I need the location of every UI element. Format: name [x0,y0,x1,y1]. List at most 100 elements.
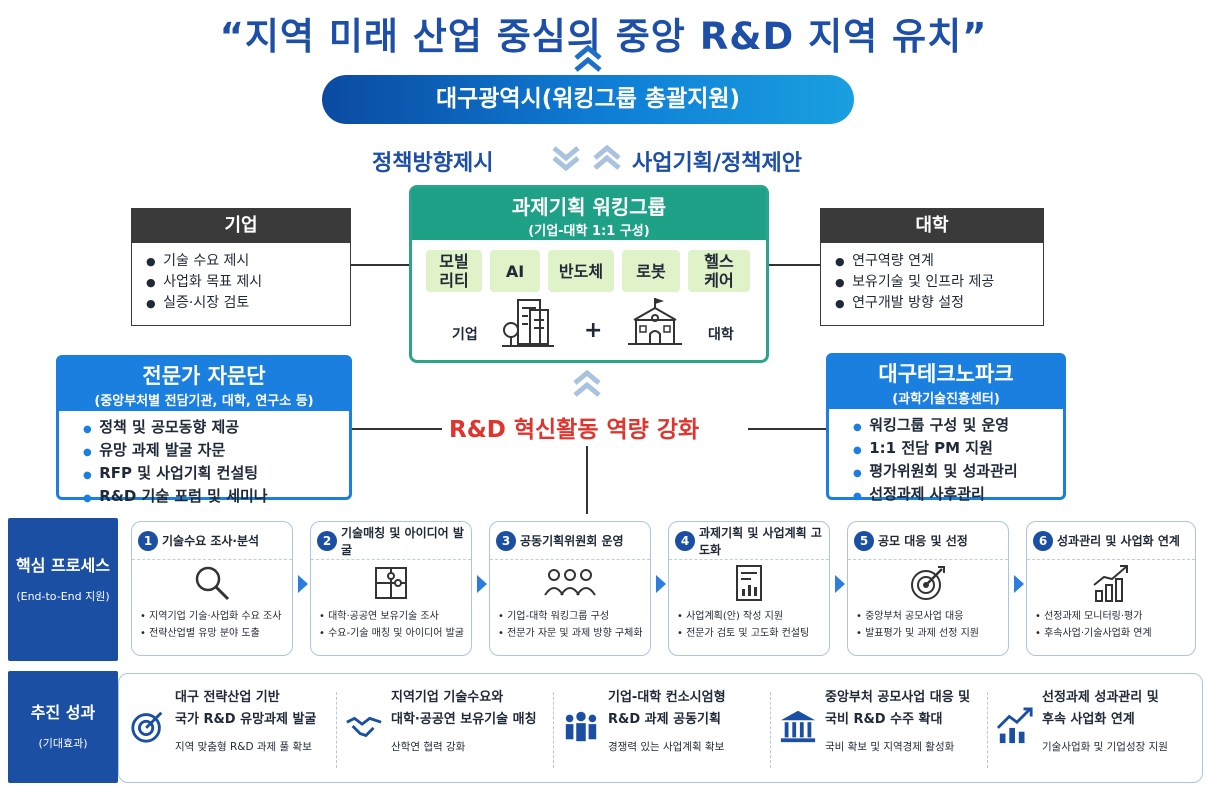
government-icon [780,710,816,743]
company-box-title: 기업 [132,209,350,243]
expert-box-header: 전문가 자문단 (중앙부처별 전담기관, 대학, 연구소 등) [59,358,349,411]
process-sublabel: (End-to-End 지원) [16,590,110,603]
technopark-box: 대구테크노파크 (과학기술진흥센터) 워킹그룹 구성 및 운영 1:1 전담 P… [826,353,1066,503]
result-title-1: 기업-대학 컨소시엄형 [608,690,726,705]
list-item: R&D 기술 포럼 및 세미나 [83,486,349,509]
divider [770,692,771,768]
result-desc: 경쟁력 있는 사업계획 확보 [608,741,725,753]
result-desc: 지역 맞춤형 R&D 과제 풀 확보 [175,741,312,753]
list-item: 사업계획(안) 작성 지원 [677,608,829,625]
list-item: 중앙부처 공모사업 대응 [856,608,1008,625]
list-item: 수요-기술 매칭 및 아이디어 발굴 [319,625,471,642]
handshake-icon [346,716,382,738]
list-item: 보유기술 및 인프라 제공 [835,272,1043,293]
arrow-right-icon [477,575,487,593]
result-desc: 산학연 협력 강화 [391,741,466,753]
company-label: 기업 [452,327,478,343]
step-number: 3 [496,530,516,551]
process-label: 핵심 프로세스 [16,556,110,575]
technopark-box-title: 대구테크노파크 [878,362,1014,386]
step-title: 공동기획위원회 운영 [520,534,624,548]
result-title-2: 대학·공공연 보유기술 매칭 [391,712,537,727]
lead-agency-banner: 대구광역시(워킹그룹 총괄지원) [322,75,854,124]
working-group-title: 과제기획 워킹그룹 [511,195,667,219]
document-chart-icon [736,565,762,601]
rnd-innovation-label: R&D 혁신활동 역량 강화 [449,417,700,443]
result-title-1: 대구 전략산업 기반 [175,690,280,705]
field-chip: AI [490,250,540,292]
process-step-5: 5 공모 대응 및 선정 중앙부처 공모사업 대응발표평가 및 과제 선정 지원 [847,521,1009,656]
result-title-2: 국비 R&D 수주 확대 [825,712,943,727]
university-label: 대학 [708,327,734,343]
double-chevron-up-icon [572,44,604,74]
list-item: 전문가 검토 및 고도화 컨설팅 [677,625,829,642]
step-title: 기술매칭 및 아이디어 발굴 [341,525,464,557]
result-title-1: 선정과제 성과관리 및 [1042,690,1159,705]
double-chevron-up-icon [592,143,622,177]
result-desc: 국비 확보 및 지역경제 활성화 [825,741,955,753]
arrow-right-icon [656,575,666,593]
working-group-header: 과제기획 워킹그룹 (기업-대학 1:1 구성) [412,188,766,240]
list-item: 전략산업별 유망 분야 도출 [140,625,292,642]
step-title: 기술수요 조사·분석 [162,534,260,548]
field-chip: 로봇 [622,250,680,292]
arrow-right-icon [835,575,845,593]
step-title: 공모 대응 및 선정 [878,534,968,548]
result-title-2: 국가 R&D 유망과제 발굴 [175,712,317,727]
list-item: 전문가 자문 및 과제 방향 구체화 [498,625,650,642]
expert-advisory-box: 전문가 자문단 (중앙부처별 전담기관, 대학, 연구소 등) 정책 및 공모동… [56,355,352,505]
connector-line [350,264,410,266]
magnifier-icon [195,566,230,601]
technopark-box-header: 대구테크노파크 (과학기술진흥센터) [829,356,1063,409]
list-item: 후속사업·기술사업화 연계 [1035,625,1195,642]
connector-line [748,428,828,430]
list-item: 연구역량 연계 [835,251,1043,272]
list-item: 선정과제 모니터링·평가 [1035,608,1195,625]
field-chip: 모빌 리티 [426,250,482,292]
step-number: 6 [1033,530,1053,551]
results-sublabel: (기대효과) [38,737,88,750]
result-title-2: 후속 사업화 연계 [1042,712,1135,727]
double-chevron-down-icon [551,143,581,177]
list-item: 연구개발 방향 설정 [835,293,1043,314]
team-icon [565,711,597,742]
field-chip: 헬스 케어 [688,250,750,292]
result-desc: 기술사업화 및 기업성장 지원 [1042,741,1168,753]
company-box: 기업 기술 수요 제시 사업화 목표 제시 실증·시장 검토 [131,208,351,326]
result-title-1: 중앙부처 공모사업 대응 및 [825,690,971,705]
list-item: 사업화 목표 제시 [146,272,350,293]
list-item: 1:1 전담 PM 지원 [853,438,1063,461]
people-icon [544,569,596,596]
divider [987,692,988,768]
policy-right-label: 사업기획/정책제안 [632,151,802,176]
list-item: 워킹그룹 구성 및 운영 [853,415,1063,438]
list-item: 실증·시장 검토 [146,293,350,314]
step-number: 2 [317,530,337,551]
main-title: “지역 미래 산업 중심의 중앙 R&D 지역 유치” [219,15,988,58]
list-item: 대학·공공연 보유기술 조사 [319,608,471,625]
list-item: 발표평가 및 과제 선정 지원 [856,625,1008,642]
policy-left-label: 정책방향제시 [372,151,494,176]
working-group-subtitle: (기업-대학 1:1 구성) [528,224,650,239]
divider [336,692,337,768]
results-side-label: 추진 성과 (기대효과) [8,671,118,783]
result-title-1: 지역기업 기술수요와 [391,690,504,705]
puzzle-icon [375,567,407,599]
plus-sign: + [584,318,603,343]
arrow-right-icon [1014,575,1024,593]
school-icon [628,298,682,345]
connector-line [586,446,588,514]
list-item: 유망 과제 발굴 자문 [83,440,349,463]
arrow-right-icon [298,575,308,593]
step-number: 5 [854,530,874,551]
target-icon [131,711,163,743]
step-number: 1 [138,530,158,551]
